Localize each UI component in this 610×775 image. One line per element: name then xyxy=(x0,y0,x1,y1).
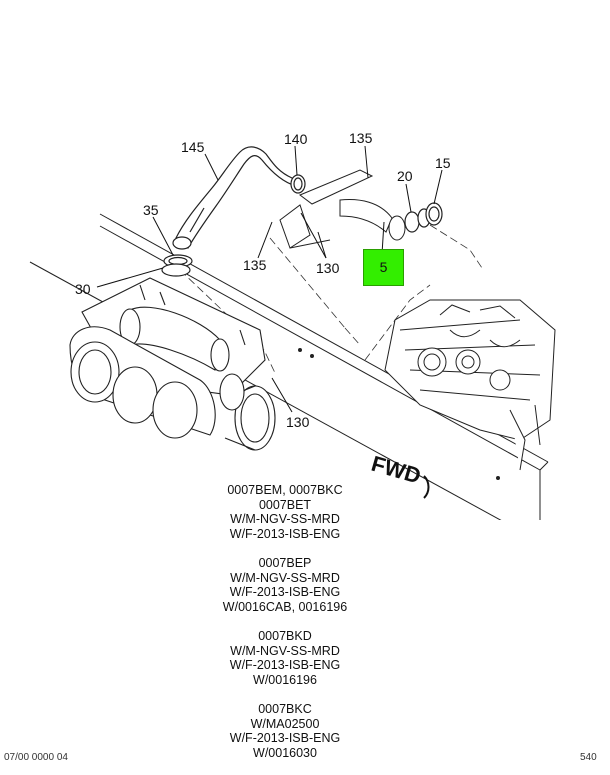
note-line: W/M-NGV-SS-MRD xyxy=(230,570,340,585)
note-line: 0007BET xyxy=(258,497,312,512)
note-line: 0007BEP xyxy=(258,555,312,570)
callout-15: 15 xyxy=(435,155,451,171)
footer-left: 07/00 0000 04 xyxy=(4,752,68,763)
aftertreatment-unit xyxy=(69,277,276,451)
exhaust-pipe-145 xyxy=(172,146,298,250)
note-block-1: 0007BEM, 0007BKC 0007BET W/M-NGV-SS-MRD … xyxy=(190,483,380,541)
note-line: W/F-2013-ISB-ENG xyxy=(229,731,341,746)
applicability-notes: 0007BEM, 0007BKC 0007BET W/M-NGV-SS-MRD … xyxy=(190,483,380,775)
note-line: W/M-NGV-SS-MRD xyxy=(230,643,340,658)
callout-130-mid: 130 xyxy=(316,260,340,276)
note-block-2: 0007BEP W/M-NGV-SS-MRD W/F-2013-ISB-ENG … xyxy=(190,556,380,614)
clamps-20-15 xyxy=(404,202,443,233)
highlight-callout-5[interactable]: 5 xyxy=(363,249,404,286)
dashed-leaders xyxy=(179,224,483,376)
callout-145: 145 xyxy=(181,139,205,155)
note-line: W/F-2013-ISB-ENG xyxy=(229,585,341,600)
callout-140: 140 xyxy=(284,131,308,147)
callout-leaders xyxy=(96,145,443,413)
note-line: W/F-2013-ISB-ENG xyxy=(229,658,341,673)
note-line: W/0016196 xyxy=(253,672,317,687)
parts-diagram: 145 140 135 20 15 35 135 130 30 130 FWD xyxy=(29,130,556,520)
note-line: W/0016030 xyxy=(253,745,317,760)
callout-130-bottom: 130 xyxy=(286,414,310,430)
note-line: 0007BKD xyxy=(258,628,312,643)
note-line: 0007BKC xyxy=(258,701,312,716)
footer-right: 540 xyxy=(580,752,597,763)
callout-35: 35 xyxy=(143,202,159,218)
note-block-4: 0007BKC W/MA02500 W/F-2013-ISB-ENG W/001… xyxy=(190,702,380,760)
note-line: W/M-NGV-SS-MRD xyxy=(230,512,340,527)
note-line: W/F-2013-ISB-ENG xyxy=(229,526,341,541)
engine xyxy=(384,299,556,471)
callout-135-left: 135 xyxy=(243,257,267,273)
callout-20: 20 xyxy=(397,168,413,184)
fwd-arrow-icon xyxy=(423,475,430,499)
clamp-140 xyxy=(290,174,306,194)
callout-135-top: 135 xyxy=(349,130,373,146)
gasket-30 xyxy=(161,254,193,277)
note-line: 0007BEM, 0007BKC xyxy=(227,483,343,497)
note-line: W/MA02500 xyxy=(250,716,320,731)
callout-5: 5 xyxy=(379,259,388,275)
note-block-3: 0007BKD W/M-NGV-SS-MRD W/F-2013-ISB-ENG … xyxy=(190,629,380,687)
note-line: W/0016CAB, 0016196 xyxy=(222,599,348,614)
callout-30: 30 xyxy=(75,281,91,297)
